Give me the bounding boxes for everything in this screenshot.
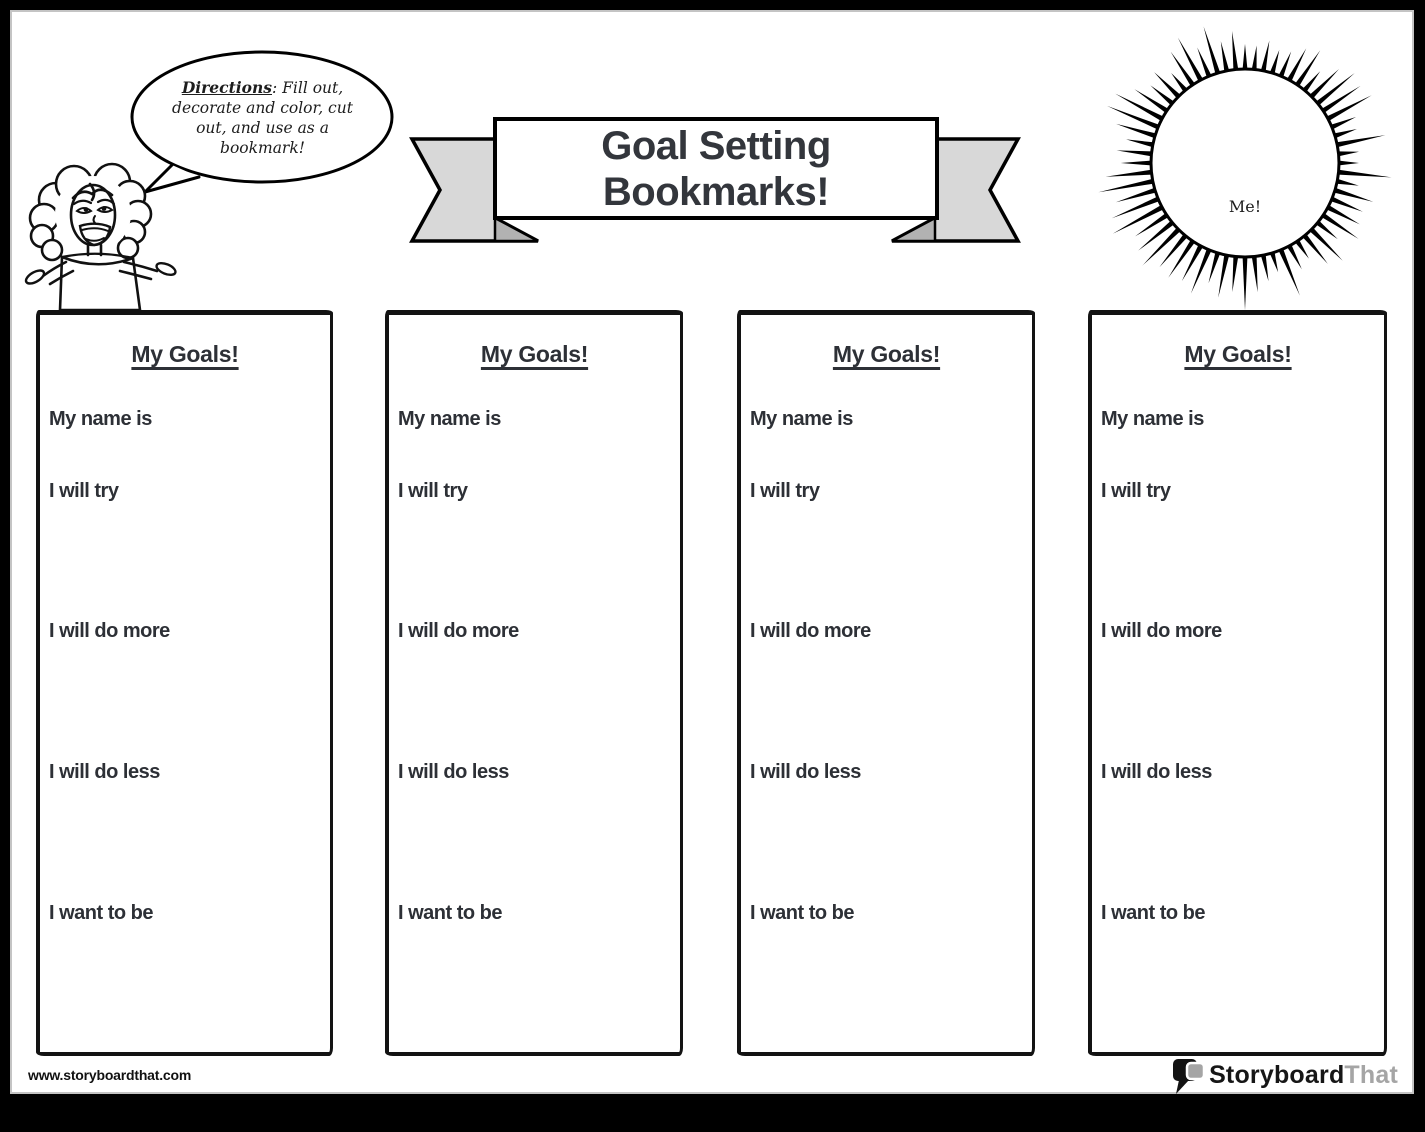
bookmark-header: My Goals!	[480, 341, 589, 367]
bookmark-header: My Goals!	[1184, 341, 1292, 367]
prompt-my-name-is: My name is	[750, 408, 853, 430]
bookmark-column-4: My Goals! My name is I will try I will d…	[1088, 310, 1387, 1056]
worksheet-page: Directions: Fill out, decorate and color…	[10, 10, 1414, 1094]
directions-text: Directions: Fill out, decorate and color…	[140, 78, 385, 158]
cartoon-character-icon	[24, 162, 177, 312]
directions-line4: bookmark!	[220, 139, 305, 157]
prompt-i-will-try: I will try	[1101, 480, 1171, 502]
prompt-my-name-is: My name is	[398, 408, 501, 430]
prompt-i-will-try: I will try	[750, 480, 820, 502]
directions-line2: decorate and color, cut	[172, 99, 353, 117]
prompt-i-will-do-less: I will do less	[1101, 761, 1212, 783]
prompt-i-will-try: I will try	[398, 480, 468, 502]
prompt-i-will-do-less: I will do less	[398, 761, 509, 783]
prompt-i-will-do-more: I will do more	[750, 620, 871, 642]
bookmark-column-1: My Goals! My name is I will try I will d…	[36, 310, 333, 1056]
directions-line1: : Fill out,	[272, 79, 344, 97]
page-title-line1: Goal Setting	[601, 123, 831, 168]
logo-text-storyboard: Storyboard	[1209, 1060, 1345, 1089]
bookmark-column-3: My Goals! My name is I will try I will d…	[737, 310, 1035, 1056]
prompt-my-name-is: My name is	[1101, 408, 1204, 430]
prompt-i-will-do-less: I will do less	[750, 761, 861, 783]
sun-burst-icon	[1098, 26, 1392, 311]
prompt-i-will-do-more: I will do more	[398, 620, 519, 642]
prompt-i-will-do-more: I will do more	[49, 620, 170, 642]
bookmark-column-2: My Goals! My name is I will try I will d…	[385, 310, 683, 1056]
prompt-i-will-do-more: I will do more	[1101, 620, 1222, 642]
website-url: www.storyboardthat.com	[28, 1067, 192, 1083]
page-title: Goal Setting Bookmarks!	[495, 119, 937, 218]
sun-me-label: Me!	[1228, 197, 1262, 216]
page-title-line2: Bookmarks!	[602, 169, 830, 214]
bookmark-header: My Goals!	[131, 341, 239, 367]
prompt-my-name-is: My name is	[49, 408, 152, 430]
title-ribbon-banner	[409, 117, 1021, 243]
prompt-i-will-try: I will try	[49, 480, 119, 502]
prompt-i-want-to-be: I want to be	[750, 902, 855, 924]
storyboardthat-logo-icon	[1173, 1059, 1206, 1094]
bookmark-header: My Goals!	[832, 341, 941, 367]
prompt-i-will-do-less: I will do less	[49, 761, 160, 783]
logo-text-that: That	[1344, 1060, 1398, 1089]
prompt-i-want-to-be: I want to be	[1101, 902, 1206, 924]
prompt-i-want-to-be: I want to be	[49, 902, 154, 924]
directions-label: Directions	[181, 78, 272, 97]
prompt-i-want-to-be: I want to be	[398, 902, 503, 924]
directions-line3: out, and use as a	[196, 119, 329, 137]
